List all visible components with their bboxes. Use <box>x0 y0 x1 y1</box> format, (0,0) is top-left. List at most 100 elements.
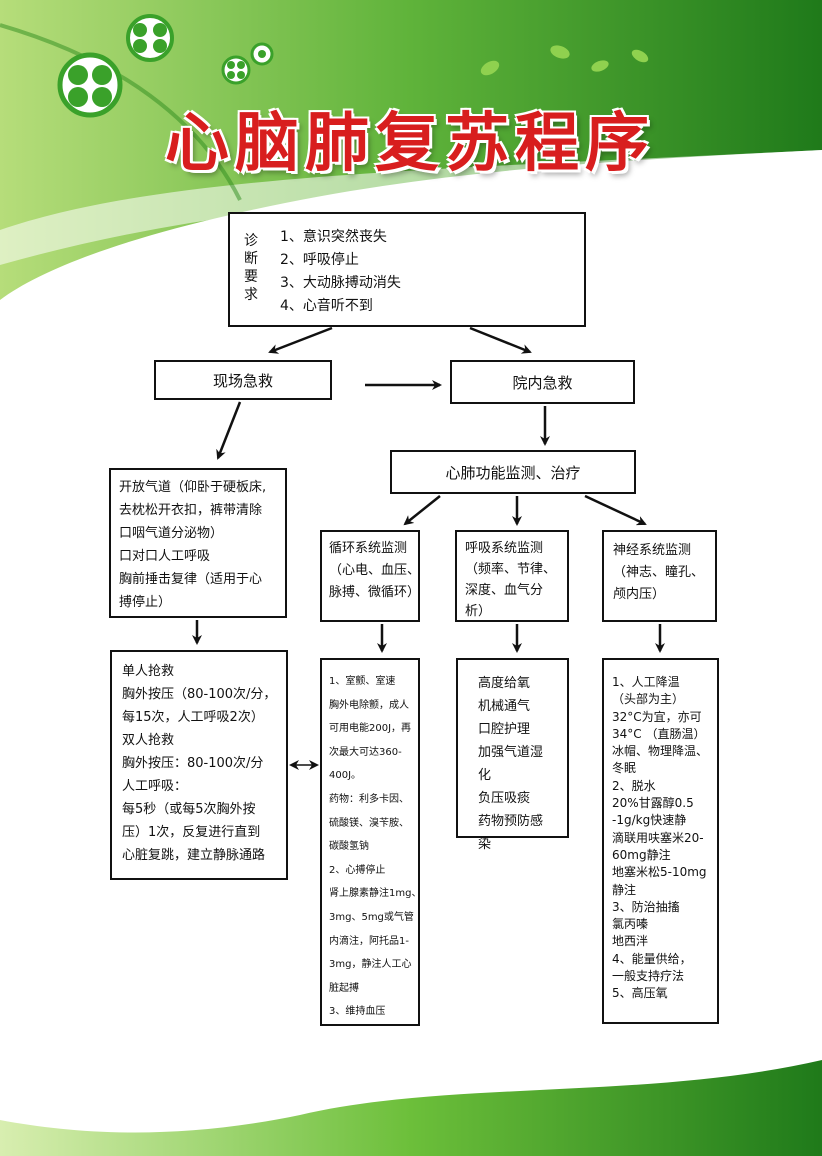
circulation-line: 脉搏、微循环） <box>329 585 421 600</box>
neuro-line: 神经系统监测 <box>613 543 692 558</box>
arrow-monitor-to-neuro <box>584 494 647 526</box>
clover-icon <box>57 52 123 118</box>
respiration-tx-line: 化 <box>478 768 492 783</box>
neuro-tx-line: 冰帽、物理降温、 <box>612 744 709 759</box>
clover-icon <box>250 42 274 66</box>
field-rescue-label: 现场急救 <box>212 371 273 390</box>
diagnosis-list: 1、意识突然丧失 2、呼吸停止 3、大动脉搏动消失 4、心音听不到 <box>280 226 401 318</box>
respiration-line: 深度、血气分 <box>465 583 544 598</box>
respiration-tx-line: 染 <box>478 837 492 852</box>
circulation-tx-line: 硫酸镁、溴苄胺、 <box>329 817 409 829</box>
circulation-tx-line: 400J。 <box>329 770 362 782</box>
respiration-tx-line: 机械通气 <box>478 699 531 714</box>
cpr-line: 每5秒（或每5次胸外按 <box>122 802 256 817</box>
neuro-tx-line: 60mg静注 <box>612 847 671 862</box>
airway-line: 搏停止） <box>119 595 172 610</box>
cpr-line: 胸外按压（80-100次/分， <box>122 687 277 702</box>
neuro-tx-line: 1、人工降温 <box>612 675 680 689</box>
clover-icon <box>221 55 251 85</box>
circulation-tx-line: 1、室颤、室速 <box>329 676 396 687</box>
neuro-tx-line: 氯丙嗪 <box>612 917 649 932</box>
neuro-tx-line: 34°C （直肠温） <box>612 726 706 741</box>
cpr-box: 单人抢救 胸外按压（80-100次/分， 每15次，人工呼吸2次） 双人抢救 胸… <box>110 650 288 880</box>
neuro-tx-line: （头部为主） <box>612 692 685 707</box>
neuro-line: （神志、瞳孔、 <box>613 565 705 580</box>
neuro-line: 颅内压） <box>613 587 666 602</box>
airway-line: 开放气道（仰卧于硬板床, <box>119 480 267 495</box>
respiration-monitor-box: 呼吸系统监测 （频率、节律、 深度、血气分 析） <box>455 530 569 622</box>
circulation-tx-line: 肾上腺素静注1mg、 <box>329 888 422 900</box>
diagnosis-item: 2、呼吸停止 <box>280 252 359 268</box>
circulation-tx-line: 次最大可达360- <box>329 746 402 758</box>
circulation-tx-line: 胸外电除颤，成人 <box>329 699 409 711</box>
diagnosis-box: 诊断要求 1、意识突然丧失 2、呼吸停止 3、大动脉搏动消失 4、心音听不到 <box>228 212 586 327</box>
field-rescue-box: 现场急救 <box>154 360 332 400</box>
respiration-line: 析） <box>465 604 492 619</box>
cpr-line: 心脏复跳，建立静脉通路 <box>122 848 266 863</box>
airway-line: 口咽气道分泌物） <box>119 526 224 541</box>
circulation-tx-line: 内滴注，阿托品1- <box>329 935 409 947</box>
circulation-tx-line: 药物：利多卡因、 <box>329 793 409 805</box>
diagnosis-item: 4、心音听不到 <box>280 298 373 314</box>
respiration-tx-line: 药物预防感 <box>478 814 544 829</box>
cpr-line: 胸外按压：80-100次/分 <box>122 756 264 771</box>
circulation-line: （心电、血压、 <box>329 563 421 578</box>
respiration-line: （频率、节律、 <box>465 562 557 577</box>
neuro-tx-line: 滴联用呋塞米20- <box>612 830 704 845</box>
hospital-rescue-box: 院内急救 <box>450 360 635 404</box>
respiration-tx-line: 高度给氧 <box>478 676 531 691</box>
circulation-tx-line: 3mg，静注人工心 <box>329 959 412 971</box>
circulation-line: 循环系统监测 <box>329 541 408 556</box>
circulation-tx-line: 脏起搏 <box>329 982 359 994</box>
neuro-tx-line: 2、脱水 <box>612 778 656 793</box>
neuro-tx-line: 3、防治抽搐 <box>612 899 680 914</box>
airway-line: 胸前捶击复律（适用于心 <box>119 572 263 587</box>
clover-icon <box>126 14 174 62</box>
circulation-tx-line: 3、维持血压 <box>329 1006 386 1018</box>
respiration-tx-line: 口腔护理 <box>478 722 531 737</box>
respiration-treatment-box: 高度给氧 机械通气 口腔护理 加强气道湿 化 负压吸痰 药物预防感 染 <box>456 658 569 852</box>
neuro-tx-line: 4、能量供给， <box>612 951 692 966</box>
airway-line: 去枕松开衣扣，裤带清除 <box>119 503 263 518</box>
cpr-line: 压）1次，反复进行直到 <box>122 825 261 840</box>
neuro-tx-line: 一般支持疗法 <box>612 969 685 984</box>
hospital-rescue-label: 院内急救 <box>512 373 573 392</box>
neuro-tx-line: 20%甘露醇0.5 <box>612 796 694 811</box>
diagnosis-item: 1、意识突然丧失 <box>280 229 387 245</box>
respiration-line: 呼吸系统监测 <box>465 541 544 556</box>
neuro-tx-line: -1g/kg快速静 <box>612 813 687 828</box>
neuro-tx-line: 冬眠 <box>612 761 637 776</box>
monitoring-box: 心肺功能监测、治疗 <box>390 450 636 494</box>
arrow-diag-to-field <box>268 326 333 354</box>
circulation-tx-line: 2、心搏停止 <box>329 864 386 876</box>
neuro-tx-line: 5、高压氧 <box>612 986 668 1001</box>
circulation-treatment-box: 1、室颤、室速 胸外电除颤，成人 可用电能200J，再 次最大可达360- 40… <box>320 658 422 1026</box>
airway-line: 口对口人工呼吸 <box>119 549 211 564</box>
respiration-tx-line: 加强气道湿 <box>478 745 544 760</box>
neuro-tx-line: 静注 <box>612 882 637 897</box>
circulation-tx-line: 碳酸氢钠 <box>329 841 369 853</box>
diagnosis-item: 3、大动脉搏动消失 <box>280 275 401 291</box>
cpr-line: 双人抢救 <box>122 733 175 748</box>
neuro-tx-line: 地塞米松5-10mg <box>612 865 707 880</box>
circulation-monitor-box: 循环系统监测 （心电、血压、 脉搏、微循环） <box>320 530 420 622</box>
cpr-line: 单人抢救 <box>122 664 175 679</box>
neuro-tx-line: 32°C为宜，亦可 <box>612 709 702 724</box>
arrow-field-to-airway <box>216 401 242 460</box>
page-title: 心脑肺复苏程序 <box>165 107 655 181</box>
leaf-icon <box>480 45 649 76</box>
diagnosis-label: 诊断要求 <box>244 233 258 303</box>
cpr-line: 每15次，人工呼吸2次） <box>122 710 264 725</box>
airway-box: 开放气道（仰卧于硬板床, 去枕松开衣扣，裤带清除 口咽气道分泌物） 口对口人工呼… <box>109 468 287 618</box>
arrow-diag-to-hospital <box>469 326 532 354</box>
respiration-tx-line: 负压吸痰 <box>478 791 531 806</box>
circulation-tx-line: 3mg、5mg或气管 <box>329 911 414 923</box>
circulation-tx-line: 可用电能200J，再 <box>329 723 412 735</box>
monitoring-label: 心肺功能监测、治疗 <box>445 463 581 482</box>
neuro-tx-line: 地西泮 <box>612 934 649 949</box>
neuro-treatment-box: 1、人工降温 （头部为主） 32°C为宜，亦可 34°C （直肠温） 冰帽、物理… <box>602 658 719 1024</box>
arrow-monitor-to-circulation <box>403 495 441 526</box>
cpr-line: 人工呼吸： <box>122 779 188 794</box>
